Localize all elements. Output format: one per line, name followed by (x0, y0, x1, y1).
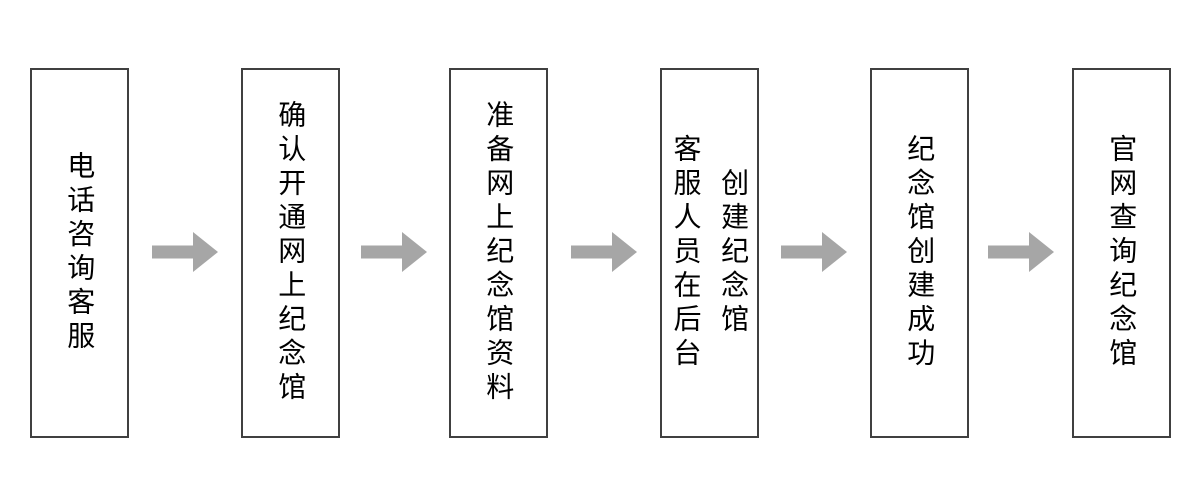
flow-step-6-box: 官网查询纪念馆 (1072, 68, 1171, 438)
flow-step-1-box: 电话咨询客服 (30, 68, 129, 438)
step-label-line: 官网查询纪念馆 (1106, 134, 1138, 372)
step-label-line: 确认开通网上纪念馆 (275, 100, 307, 406)
flow-step-5-label: 纪念馆创建成功 (896, 134, 944, 372)
flow-step-1-label: 电话咨询客服 (56, 151, 104, 355)
flow-step-5-box: 纪念馆创建成功 (870, 68, 969, 438)
flow-step-4-label: 客服人员在后台 创建纪念馆 (662, 134, 757, 372)
step-label-line: 纪念馆创建成功 (904, 134, 936, 372)
step-label-line: 电话咨询客服 (64, 151, 96, 355)
right-arrow-icon (361, 230, 427, 274)
flow-step-4-box: 客服人员在后台 创建纪念馆 (660, 68, 759, 438)
right-arrow-icon (988, 230, 1054, 274)
step-label-line: 创建纪念馆 (718, 168, 750, 338)
right-arrow-icon (781, 230, 847, 274)
flow-step-3-label: 准备网上纪念馆资料 (475, 100, 523, 406)
right-arrow-icon (152, 230, 218, 274)
right-arrow-icon (571, 230, 637, 274)
step-label-line: 准备网上纪念馆资料 (483, 100, 515, 406)
flow-step-2-label: 确认开通网上纪念馆 (267, 100, 315, 406)
flow-step-6-label: 官网查询纪念馆 (1098, 134, 1146, 372)
flow-step-3-box: 准备网上纪念馆资料 (449, 68, 548, 438)
step-label-line: 客服人员在后台 (670, 134, 702, 372)
flow-step-2-box: 确认开通网上纪念馆 (241, 68, 340, 438)
